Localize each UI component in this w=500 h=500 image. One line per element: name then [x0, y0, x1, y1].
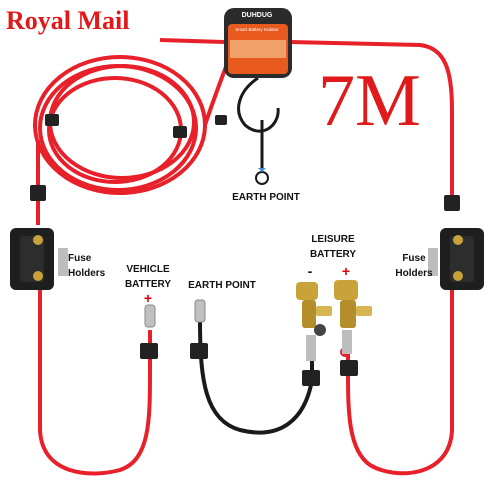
fuse-holders-right-line2: Holders — [392, 266, 436, 281]
battery-terminal-positive — [334, 280, 372, 357]
leisure-minus-sign: - — [304, 265, 316, 277]
fuse-holders-right-line1: Fuse — [392, 251, 436, 266]
earth-point-top-label: EARTH POINT — [228, 190, 304, 205]
top-left-red-cable — [160, 40, 224, 42]
cable-clip — [30, 114, 460, 386]
vehicle-battery-plus: + — [118, 292, 178, 304]
brand-logo: Royal Mail — [6, 6, 130, 36]
fuse-holder-left — [10, 228, 68, 290]
earth-ring-terminal — [256, 172, 268, 184]
leisure-battery-label: LEISURE BATTERY — [298, 232, 368, 262]
earth-point-bottom-label: EARTH POINT — [178, 278, 266, 293]
vehicle-battery-line1: VEHICLE — [118, 262, 178, 277]
device-title-text: Smart Battery Isolator — [228, 27, 286, 32]
leisure-battery-line1: LEISURE — [298, 232, 368, 247]
device-logo-text: DUHDUG — [233, 12, 281, 19]
black-earth-cable — [200, 320, 312, 433]
fuse-holders-left-label: Fuse Holders — [68, 251, 110, 281]
fuse-holders-left-line2: Holders — [68, 266, 110, 281]
battery-terminal-negative — [296, 282, 332, 361]
vehicle-battery-label: VEHICLE BATTERY + — [118, 262, 178, 304]
leisure-plus-sign: + — [340, 265, 352, 277]
fuse-holders-right-label: Fuse Holders — [392, 251, 436, 281]
coiled-red-cable — [35, 50, 232, 193]
right-red-loop-cable — [348, 290, 452, 473]
leisure-battery-line2: BATTERY — [298, 247, 368, 262]
ring-lug-terminals — [145, 300, 205, 327]
device-earth-wire — [239, 78, 279, 170]
cable-length-label: 7M — [318, 64, 421, 138]
fuse-holder-right — [428, 228, 484, 290]
left-red-loop-cable — [40, 290, 150, 473]
fuse-holders-left-line1: Fuse — [68, 251, 110, 266]
